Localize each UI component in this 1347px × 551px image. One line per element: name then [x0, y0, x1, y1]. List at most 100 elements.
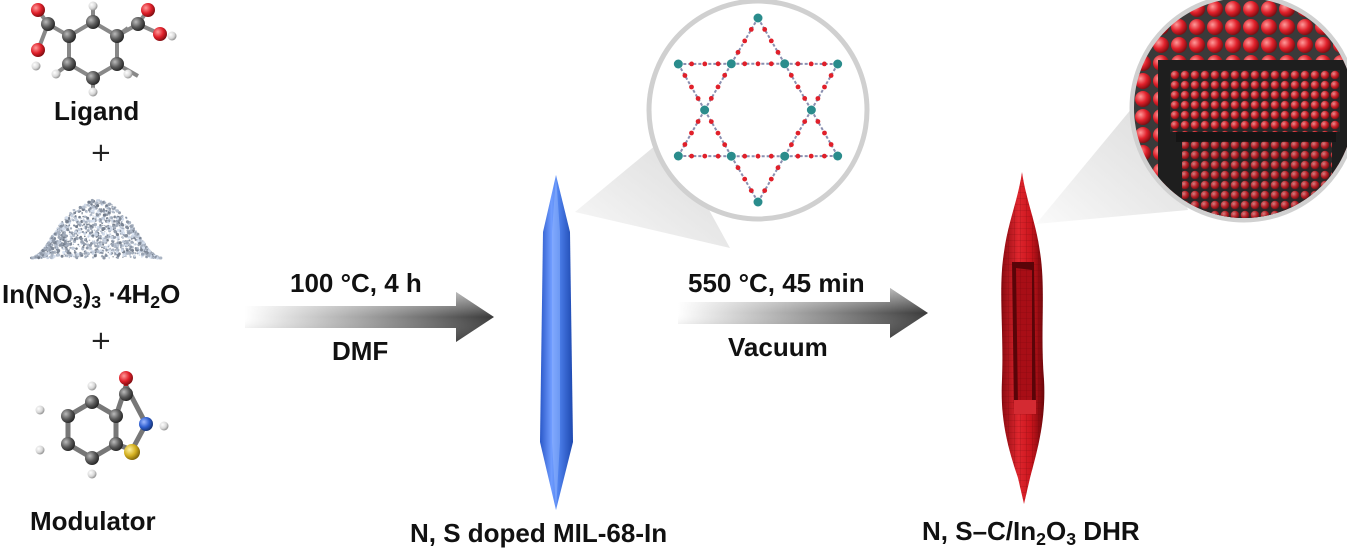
framework-oxygen [682, 142, 688, 147]
powder-grain [77, 231, 81, 235]
framework-oxygen [695, 119, 701, 124]
powder-grain [76, 209, 79, 213]
powder-grain [74, 230, 78, 234]
powder-grain [83, 250, 86, 253]
powder-grain [99, 219, 101, 221]
powder-grain [72, 243, 75, 246]
powder-grain [94, 226, 97, 228]
powder-grain [73, 251, 77, 254]
framework-oxygen [822, 61, 827, 67]
powder-grain [131, 252, 134, 255]
powder-grain [98, 212, 102, 216]
powder-grain [137, 235, 140, 238]
powder-grain [116, 244, 120, 248]
powder-grain [129, 229, 133, 233]
powder-grain [104, 254, 108, 257]
powder-grain [95, 203, 100, 208]
powder-grain [53, 232, 57, 236]
powder-grain [87, 200, 91, 204]
powder-grain [124, 255, 127, 258]
powder-grain [74, 212, 77, 214]
powder-grain [74, 253, 77, 256]
salt-sub: 3 [72, 291, 83, 312]
powder-grain [128, 243, 131, 245]
powder-grain [116, 235, 120, 239]
framework-oxygen [789, 142, 794, 148]
powder-grain [94, 251, 97, 254]
powder-grain [73, 224, 76, 227]
framework-oxygen [762, 188, 768, 194]
powder-grain [125, 247, 128, 250]
powder-grain [90, 198, 94, 202]
step-2-conditions: 550 °C, 45 min [688, 268, 865, 298]
powder-grain [91, 202, 94, 205]
powder-grain [79, 235, 82, 238]
powder-grain [90, 251, 93, 254]
powder-grain [136, 232, 140, 236]
powder-grain [96, 238, 99, 242]
powder-grain [105, 229, 108, 231]
ligand-molecule-icon [31, 1, 177, 97]
powder-grain [75, 225, 79, 229]
framework-oxygen [755, 153, 761, 159]
powder-grain [134, 243, 137, 246]
powder-grain [125, 220, 130, 224]
powder-grain [95, 199, 100, 203]
powder-grain [76, 253, 79, 256]
powder-grain [94, 244, 97, 248]
powder-grain [107, 202, 111, 207]
powder-grain [68, 231, 71, 234]
powder-grain [62, 238, 65, 242]
framework-oxygen [702, 61, 708, 67]
modulator-label: Modulator [30, 506, 156, 536]
powder-grain [112, 228, 115, 231]
powder-grain [83, 231, 87, 235]
reaction-arrow-1 [245, 292, 494, 342]
powder-grain [91, 223, 95, 227]
powder-grain [139, 248, 144, 252]
final-part: O [1045, 516, 1067, 546]
powder-grain [57, 235, 61, 239]
powder-grain [94, 249, 96, 251]
powder-grain [98, 208, 101, 211]
framework-oxygen [802, 119, 808, 124]
framework-oxygen [802, 96, 808, 101]
powder-grain [102, 224, 104, 227]
powder-grain [98, 202, 100, 205]
powder-grain [73, 237, 77, 241]
framework-metal-node [780, 59, 790, 69]
powder-grain [79, 225, 81, 227]
powder-grain [81, 224, 84, 227]
powder-grain [65, 224, 68, 227]
framework-oxygen [815, 119, 821, 124]
powder-grain [86, 229, 90, 233]
powder-grain [86, 243, 90, 247]
powder-grain [138, 254, 141, 256]
powder-grain [64, 229, 67, 232]
powder-grain [69, 227, 73, 230]
salt-sub: 3 [91, 291, 102, 312]
powder-grain [122, 256, 124, 259]
powder-grain [107, 211, 111, 215]
powder-grain [102, 221, 104, 224]
powder-grain [74, 218, 78, 222]
framework-metal-node [780, 151, 790, 161]
powder-grain [91, 230, 93, 232]
powder-grain [97, 211, 99, 214]
powder-grain [53, 255, 56, 258]
powder-grain [68, 253, 72, 258]
framework-oxygen [715, 153, 721, 159]
powder-grain [105, 252, 107, 254]
framework-oxygen [768, 176, 774, 182]
powder-grain [92, 226, 95, 228]
powder-grain [139, 237, 142, 240]
hollow-rod-product-icon [1001, 172, 1045, 504]
powder-grain [50, 244, 53, 247]
powder-grain [100, 208, 103, 210]
powder-grain [72, 208, 76, 212]
framework-oxygen [822, 84, 827, 90]
powder-grain [67, 240, 70, 243]
powder-grain [90, 209, 93, 213]
powder-grain [120, 222, 124, 227]
powder-grain [137, 244, 140, 247]
